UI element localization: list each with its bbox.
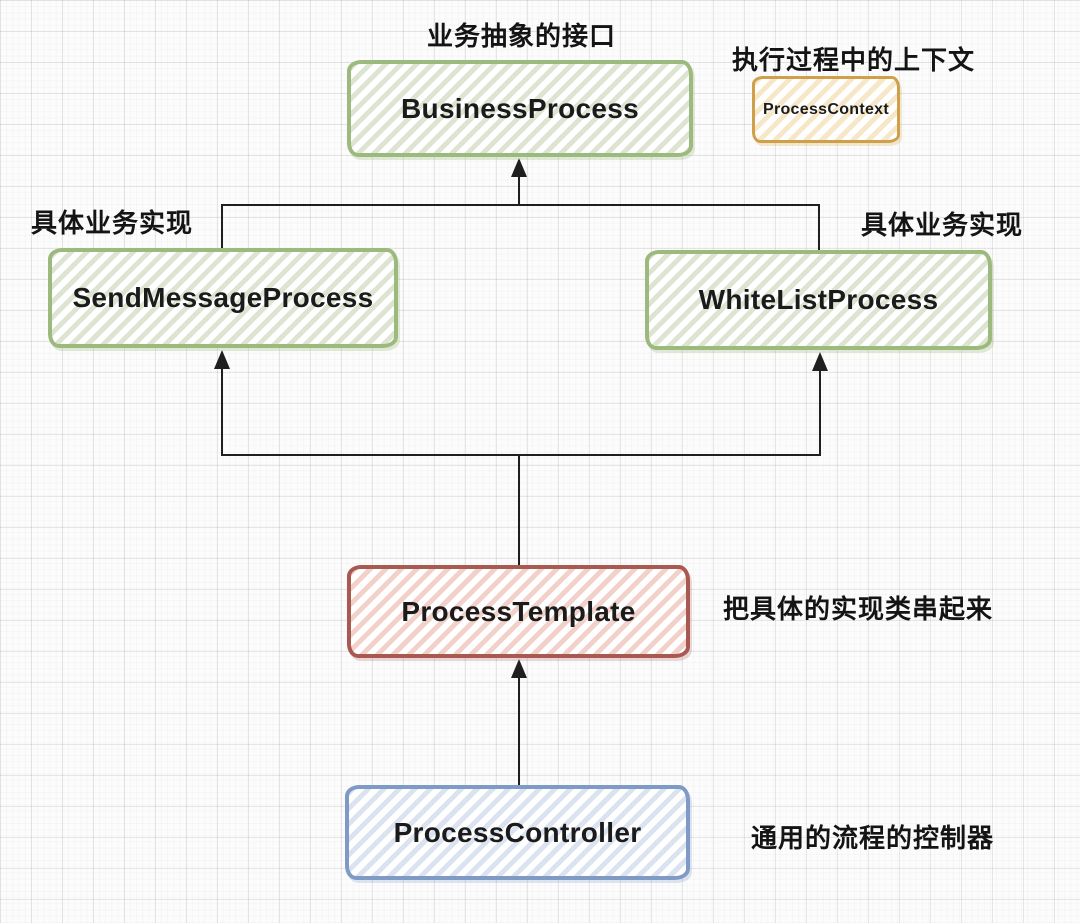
annotation-impl-left: 具体业务实现 xyxy=(31,208,194,238)
arrowhead-to-business-process xyxy=(511,158,527,177)
arrowhead-to-send-message xyxy=(214,350,230,369)
node-process-controller: ProcessController xyxy=(345,785,690,880)
arrowhead-to-white-list xyxy=(812,352,828,371)
node-process-context: ProcessContext xyxy=(752,76,900,143)
annotation-impl-right: 具体业务实现 xyxy=(861,210,1024,240)
node-send-message-process: SendMessageProcess xyxy=(48,248,398,348)
connector-top-horizontal xyxy=(221,204,820,206)
node-process-template: ProcessTemplate xyxy=(347,565,690,658)
annotation-template: 把具体的实现类串起来 xyxy=(723,594,994,624)
connector-top-left-drop xyxy=(221,205,223,249)
node-white-list-process: WhiteListProcess xyxy=(645,250,992,350)
annotation-business-interface: 业务抽象的接口 xyxy=(427,21,617,51)
connector-mid-horizontal xyxy=(221,454,821,456)
annotation-controller: 通用的流程的控制器 xyxy=(751,823,995,853)
annotation-process-context: 执行过程中的上下文 xyxy=(732,45,976,75)
connector-business-stem xyxy=(518,175,520,206)
connector-mid-left-stem xyxy=(221,367,223,456)
connector-top-right-drop xyxy=(818,205,820,251)
arrowhead-to-process-template xyxy=(511,659,527,678)
connector-template-stem xyxy=(518,455,520,566)
connector-controller-stem xyxy=(518,676,520,785)
node-business-process: BusinessProcess xyxy=(347,60,693,157)
connector-mid-right-stem xyxy=(819,369,821,456)
